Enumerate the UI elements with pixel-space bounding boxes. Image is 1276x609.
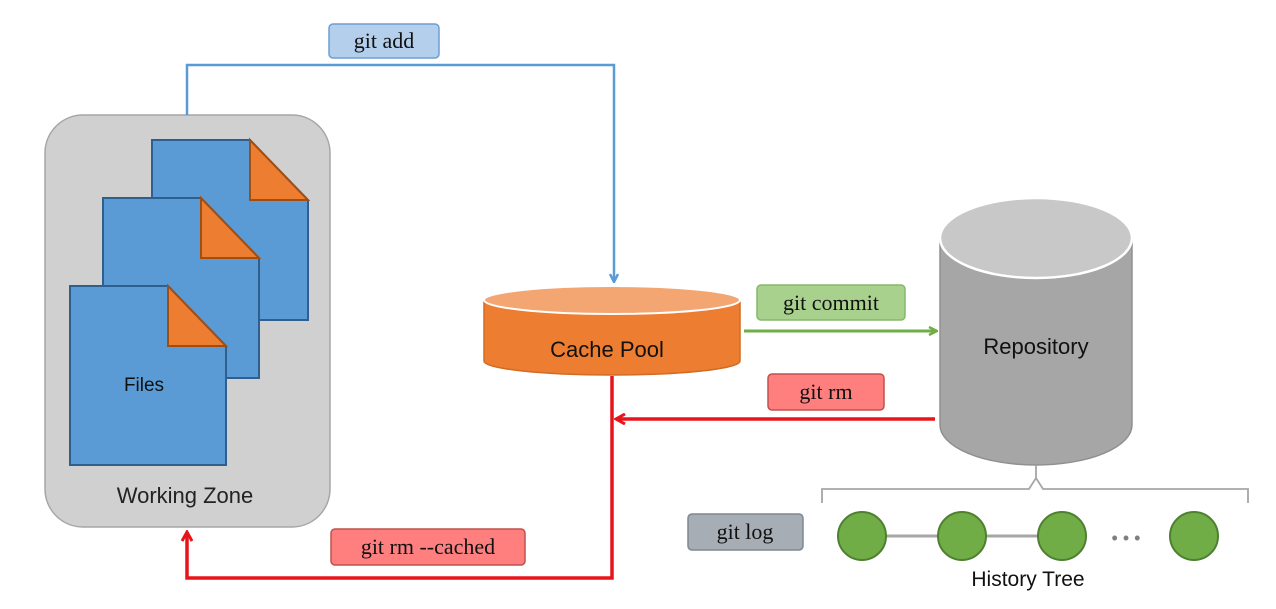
git-log-label: git log [717, 519, 774, 544]
history-tree: • • • History Tree [837, 511, 1219, 591]
git-rm-label: git rm [799, 379, 852, 404]
git-rm-cached-label-box: git rm --cached [330, 528, 526, 566]
history-ellipsis: • • • [1112, 528, 1141, 548]
file-stack-icon: Files [69, 137, 311, 466]
git-log-label-box: git log [687, 513, 804, 551]
commit-node [937, 511, 987, 561]
git-add-label-box: git add [328, 23, 440, 59]
working-zone-label: Working Zone [117, 483, 254, 508]
history-bracket [821, 465, 1249, 503]
cache-pool-cylinder: Cache Pool [483, 285, 741, 376]
git-commit-label-box: git commit [756, 284, 906, 321]
git-rm-label-box: git rm [767, 373, 885, 411]
commit-node [1037, 511, 1087, 561]
git-rm-cached-arrow [187, 376, 614, 580]
commit-node [1169, 511, 1219, 561]
repository-label: Repository [983, 334, 1088, 359]
git-commit-label: git commit [783, 290, 879, 315]
cache-pool-label: Cache Pool [550, 337, 664, 362]
file-icon-front [69, 283, 229, 466]
commit-node [837, 511, 887, 561]
repository-cylinder: Repository [938, 196, 1134, 466]
git-add-arrow [185, 63, 614, 282]
history-tree-label: History Tree [971, 568, 1084, 591]
files-label: Files [124, 375, 164, 396]
git-rm-cached-label: git rm --cached [361, 534, 495, 559]
git-add-label: git add [354, 28, 415, 53]
